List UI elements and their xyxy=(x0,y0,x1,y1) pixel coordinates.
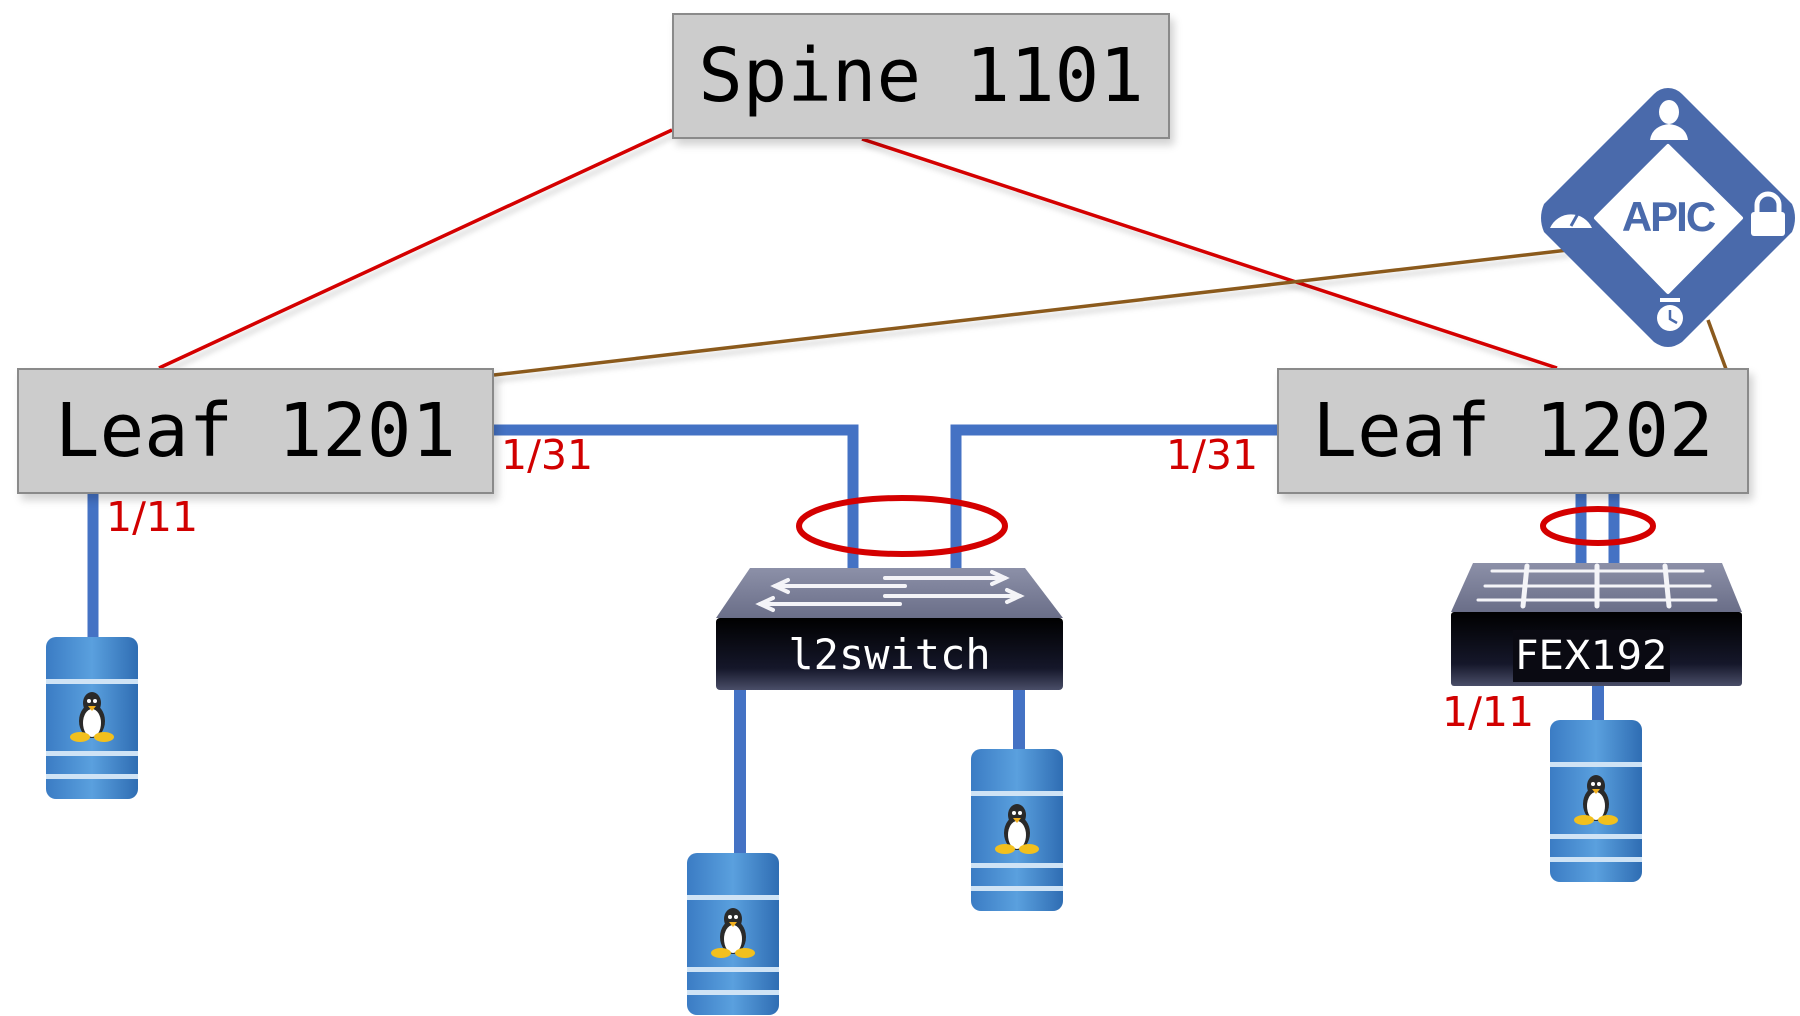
linux-server-icon-host1[interactable] xyxy=(46,637,138,799)
apic-label: APIC xyxy=(1621,193,1716,240)
port-channel-ring-fex xyxy=(1540,506,1656,546)
lock-icon xyxy=(1751,191,1785,236)
fex-label: FEX192 xyxy=(1513,630,1670,682)
spine-label: Spine 1101 xyxy=(698,33,1144,119)
timer-icon xyxy=(1657,298,1683,331)
leaf-1202-label: Leaf 1202 xyxy=(1312,388,1714,474)
l2switch-label: l2switch xyxy=(788,630,991,679)
linux-server-icon-host4[interactable] xyxy=(1550,720,1642,882)
port-label-leaf1201-host: 1/11 xyxy=(106,493,199,541)
spine-1101-node[interactable]: Spine 1101 xyxy=(672,13,1170,139)
linux-server-icon-host2[interactable] xyxy=(687,853,779,1015)
gauge-icon xyxy=(1550,209,1592,228)
port-channel-ring-l2switch xyxy=(796,495,1008,557)
link-apic-leaf1202 xyxy=(1706,319,1728,370)
leaf-1201-node[interactable]: Leaf 1201 xyxy=(17,368,494,494)
l2switch-icon[interactable] xyxy=(716,568,1063,690)
port-label-fex-host: 1/11 xyxy=(1442,688,1535,736)
link-leaf1201-l2switch xyxy=(494,424,859,568)
link-spine-leaf1201 xyxy=(158,128,673,370)
port-label-leaf1201-l2switch: 1/31 xyxy=(501,431,594,479)
link-leaf1202-l2switch xyxy=(950,424,1277,568)
apic-controller-icon[interactable] xyxy=(1541,88,1795,347)
link-spine-leaf1202 xyxy=(861,137,1558,370)
user-icon xyxy=(1650,100,1688,140)
leaf-1202-node[interactable]: Leaf 1202 xyxy=(1277,368,1749,494)
linux-server-icon-host3[interactable] xyxy=(971,749,1063,911)
port-label-leaf1202-l2switch: 1/31 xyxy=(1166,431,1259,479)
link-apic-leaf1201 xyxy=(493,248,1569,377)
leaf-1201-label: Leaf 1201 xyxy=(55,388,456,474)
